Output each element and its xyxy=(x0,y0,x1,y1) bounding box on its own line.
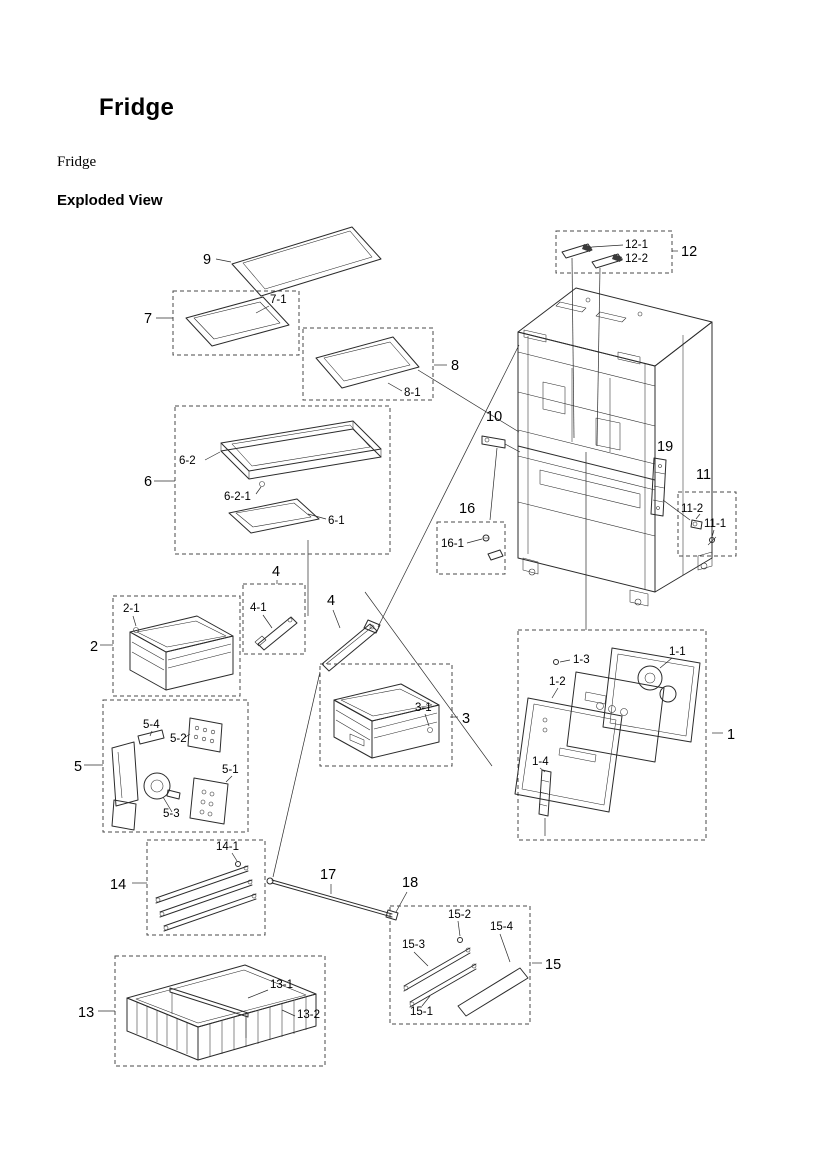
label-3: 3 xyxy=(462,711,470,727)
part-12-brackets xyxy=(555,230,678,274)
part-9-glass-shelf xyxy=(215,226,382,297)
part-15-boundary xyxy=(389,905,531,1025)
part-6-shelf-assembly xyxy=(154,405,391,555)
label-6: 6 xyxy=(144,474,152,490)
part-3-drawer xyxy=(319,663,458,767)
label-6-2-1: 6-2-1 xyxy=(224,491,251,503)
alignment-lines xyxy=(272,257,691,878)
label-11: 11 xyxy=(696,467,711,483)
label-13-1: 13-1 xyxy=(270,979,293,991)
vent-grille-lower xyxy=(539,469,641,509)
label-15: 15 xyxy=(545,957,561,973)
label-16: 16 xyxy=(459,501,475,517)
label-2: 2 xyxy=(90,639,98,655)
part-13-basket xyxy=(98,955,326,1067)
label-14-1: 14-1 xyxy=(216,841,239,853)
label-18: 18 xyxy=(402,875,418,891)
label-15-1: 15-1 xyxy=(410,1006,433,1018)
label-8: 8 xyxy=(451,358,459,374)
part-2-boundary xyxy=(112,595,241,697)
label-8-1: 8-1 xyxy=(404,387,421,399)
label-15-4: 15-4 xyxy=(490,921,514,933)
vent-hatch-upper xyxy=(542,381,566,415)
part-19-rail xyxy=(650,457,667,517)
label-7-1: 7-1 xyxy=(270,294,287,306)
label-4b: 4 xyxy=(327,593,335,609)
label-17: 17 xyxy=(320,867,336,883)
page-subtitle: Fridge xyxy=(57,154,97,170)
part-8-boundary xyxy=(302,327,434,401)
part-4-rail-boxed xyxy=(242,580,306,655)
label-5-1: 5-1 xyxy=(222,764,239,776)
part-16-boundary xyxy=(436,521,506,575)
label-1-1: 1-1 xyxy=(669,646,686,658)
fridge-cabinet xyxy=(517,287,713,607)
label-7: 7 xyxy=(144,311,152,327)
label-12-1: 12-1 xyxy=(625,239,648,251)
label-2-1: 2-1 xyxy=(123,603,140,615)
label-1-2: 1-2 xyxy=(549,676,566,688)
part-15-rail-kit xyxy=(389,905,542,1025)
part-5-boundary xyxy=(102,699,249,833)
label-5-2: 5-2 xyxy=(170,733,187,745)
label-3-1: 3-1 xyxy=(415,702,432,714)
part-1-evap-assembly xyxy=(514,629,723,841)
part-17-rod xyxy=(266,877,393,918)
label-13-2: 13-2 xyxy=(297,1009,320,1021)
vent-hatch-mid xyxy=(595,417,621,451)
part-16-hardware xyxy=(436,521,506,575)
label-6-2: 6-2 xyxy=(179,455,196,467)
label-19: 19 xyxy=(657,439,673,455)
part-4-boundary xyxy=(242,583,306,655)
part-7-boundary xyxy=(172,290,300,356)
label-6-1: 6-1 xyxy=(328,515,345,527)
part-11-boundary xyxy=(677,491,737,557)
part-1-boundary xyxy=(517,629,707,841)
label-4-1: 4-1 xyxy=(250,602,267,614)
label-12: 12 xyxy=(681,244,697,260)
label-16-1: 16-1 xyxy=(441,538,464,550)
part-11-hardware xyxy=(677,491,737,557)
page-title: Fridge xyxy=(99,94,175,121)
part-6-boundary xyxy=(174,405,391,555)
label-10: 10 xyxy=(486,409,502,425)
part-12-boundary xyxy=(555,230,673,274)
part-7-shelf-assembly xyxy=(156,290,300,356)
label-1-3: 1-3 xyxy=(573,654,590,666)
label-13: 13 xyxy=(78,1005,94,1021)
label-11-2: 11-2 xyxy=(681,503,703,515)
label-5: 5 xyxy=(74,759,82,775)
label-1: 1 xyxy=(727,727,735,743)
part-2-drawer xyxy=(100,595,241,697)
part-5-icemaker-parts xyxy=(84,699,249,833)
part-3-boundary xyxy=(319,663,453,767)
section-heading: Exploded View xyxy=(57,192,163,209)
part-4-rail-loose xyxy=(321,609,381,672)
label-15-2: 15-2 xyxy=(448,909,471,921)
label-15-3: 15-3 xyxy=(402,939,425,951)
part-18-bracket xyxy=(385,891,408,921)
label-14: 14 xyxy=(110,877,126,893)
part-8-shelf-assembly xyxy=(302,327,447,401)
label-4a: 4 xyxy=(272,564,280,580)
label-5-4: 5-4 xyxy=(143,719,160,731)
label-12-2: 12-2 xyxy=(625,253,648,265)
part-14-slide-rails xyxy=(132,839,266,936)
part-10-bracket xyxy=(481,435,521,453)
label-1-4: 1-4 xyxy=(532,756,549,768)
label-9: 9 xyxy=(203,252,211,268)
label-11-1: 11-1 xyxy=(704,518,726,530)
part-14-boundary xyxy=(146,839,266,936)
label-5-3: 5-3 xyxy=(163,808,180,820)
